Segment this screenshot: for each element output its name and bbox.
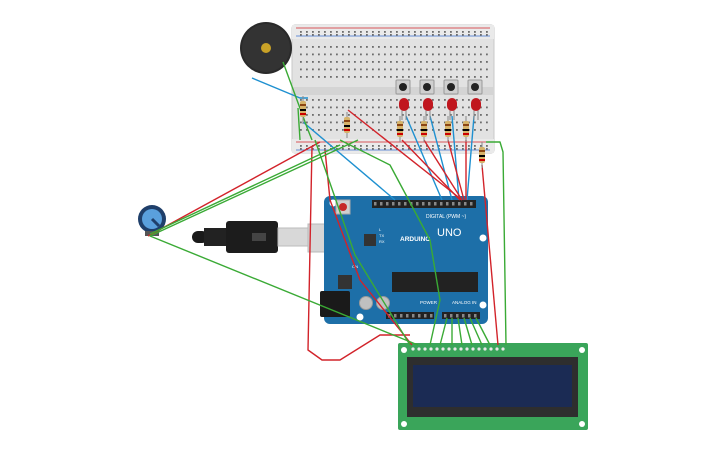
- pushbutton[interactable]: [395, 79, 411, 95]
- red-led[interactable]: [471, 98, 481, 120]
- resistor[interactable]: [300, 96, 306, 124]
- potentiometer[interactable]: [138, 205, 166, 236]
- red-led[interactable]: [423, 98, 433, 120]
- resistor[interactable]: [344, 112, 350, 138]
- arduino-uno-board[interactable]: DIGITAL (PWM ~) ARDUINO UNO POWER ANALOG…: [307, 196, 488, 324]
- lcd-pin-header: [411, 347, 505, 351]
- pushbutton[interactable]: [443, 79, 459, 95]
- resistor[interactable]: [421, 116, 427, 142]
- breadboard[interactable]: [291, 24, 495, 154]
- red-led[interactable]: [399, 98, 409, 120]
- pushbutton[interactable]: [467, 79, 483, 95]
- leds[interactable]: [399, 98, 481, 120]
- rx-label: RX: [379, 239, 385, 244]
- pushbutton[interactable]: [419, 79, 435, 95]
- pushbuttons[interactable]: [395, 79, 483, 95]
- power-header-label: POWER: [420, 300, 438, 305]
- tx-label: TX: [379, 233, 384, 238]
- lcd-display-16x2[interactable]: [398, 343, 588, 430]
- l-led-label: L: [379, 227, 382, 232]
- arduino-header-pins: [374, 202, 477, 318]
- wires[interactable]: [147, 61, 507, 361]
- usb-cable[interactable]: [192, 221, 309, 253]
- arduino-brand-label: ARDUINO: [400, 236, 430, 243]
- resistor[interactable]: [397, 116, 403, 142]
- red-led[interactable]: [447, 98, 457, 120]
- resistors[interactable]: [300, 96, 485, 168]
- lcd-screen: [413, 365, 572, 407]
- digital-header-label: DIGITAL (PWM ~): [426, 214, 466, 220]
- analog-header-label: ANALOG IN: [452, 300, 477, 305]
- resistor[interactable]: [463, 116, 469, 142]
- piezo-buzzer[interactable]: [240, 22, 292, 74]
- resistor[interactable]: [445, 116, 451, 142]
- arduino-model-label: UNO: [437, 227, 462, 239]
- resistor[interactable]: [479, 142, 485, 168]
